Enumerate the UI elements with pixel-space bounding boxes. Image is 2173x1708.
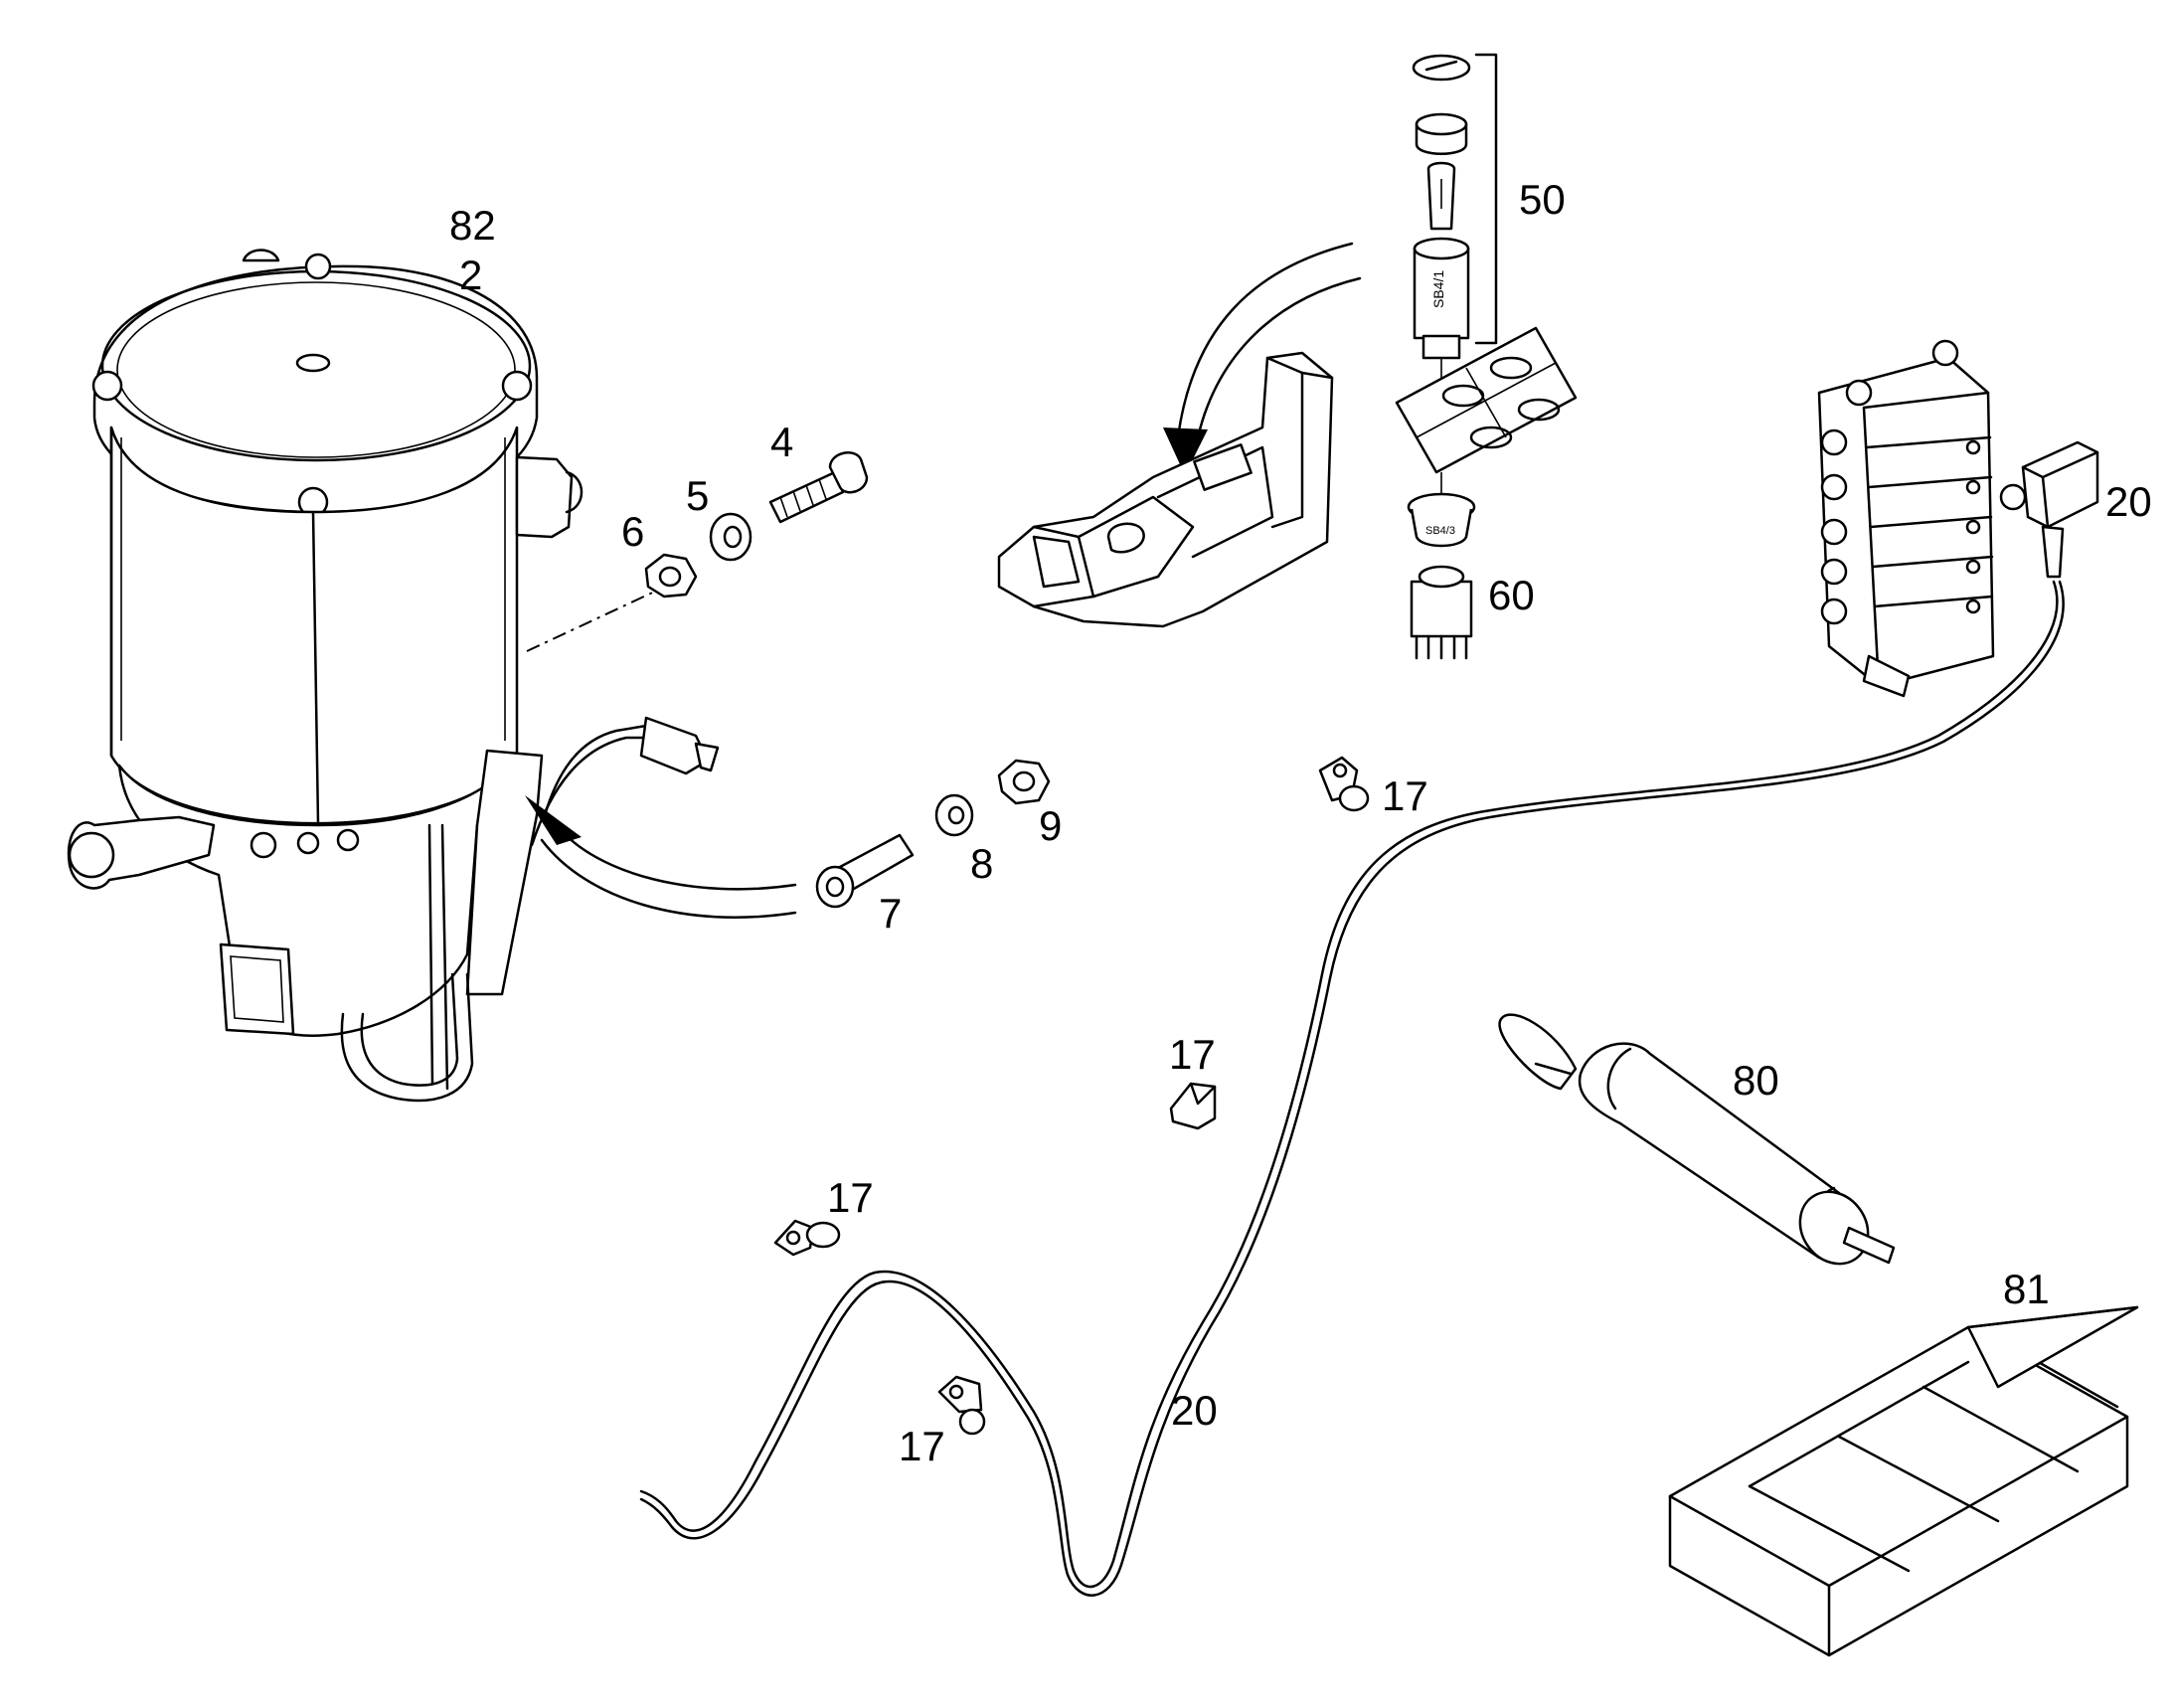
callout-9: 9 — [1039, 802, 1063, 849]
switch-assembly — [1395, 53, 1578, 660]
callout-4: 4 — [770, 419, 794, 465]
washer-8 — [934, 793, 974, 837]
callout-5: 5 — [686, 472, 710, 519]
cable-clip-17-b — [1169, 1082, 1217, 1130]
switch-body-label: SB4/1 — [1430, 270, 1446, 308]
grease-gun — [1498, 1013, 1896, 1266]
cabin-console — [997, 351, 1334, 628]
callout-82: 82 — [449, 202, 496, 249]
install-arrow-pump — [525, 795, 797, 919]
bolt-4 — [768, 451, 869, 524]
nut-6 — [644, 553, 698, 598]
callout-8: 8 — [970, 840, 994, 887]
sensor-cable — [639, 580, 2059, 1589]
bolt-7 — [815, 833, 915, 909]
callout-17-d: 17 — [899, 1423, 945, 1469]
callout-20-sensor: 20 — [2105, 478, 2152, 525]
proximity-sensor — [1999, 440, 2099, 579]
callout-6: 6 — [621, 508, 645, 555]
cable-clip-17-a — [1318, 756, 1370, 812]
callout-17-a: 17 — [1382, 772, 1428, 819]
mounting-axis-line — [526, 588, 662, 652]
cable-clip-17-c — [773, 1219, 841, 1257]
callout-50: 50 — [1519, 176, 1566, 223]
lubrication-pump-unit — [67, 249, 720, 1103]
nut-9 — [997, 759, 1051, 805]
progressive-distributor — [1817, 339, 1995, 698]
callout-2: 2 — [459, 252, 483, 298]
install-arrow-cabin — [1163, 242, 1362, 475]
callout-60: 60 — [1488, 572, 1535, 618]
cable-clip-17-d — [937, 1375, 986, 1436]
callout-17-c: 17 — [827, 1174, 874, 1221]
callout-17-b: 17 — [1169, 1031, 1216, 1078]
callout-81: 81 — [2003, 1266, 2050, 1312]
callout-80: 80 — [1733, 1057, 1779, 1104]
callout-20-cable: 20 — [1171, 1387, 1218, 1434]
washer-5 — [709, 512, 752, 562]
callout-7: 7 — [879, 890, 903, 937]
switch-ring-label: SB4/3 — [1425, 525, 1455, 537]
spare-parts-box — [1668, 1305, 2139, 1657]
